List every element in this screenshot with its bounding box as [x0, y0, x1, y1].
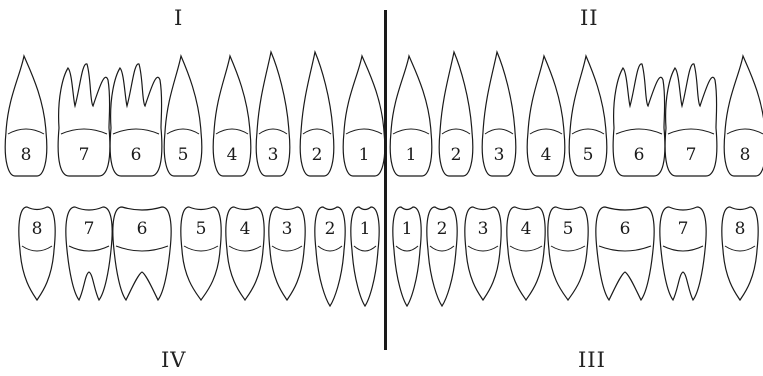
cervical-line [229, 246, 261, 251]
tooth-lower-left-2: 2 [427, 207, 457, 306]
tooth-lower-right-7: 7 [66, 207, 112, 300]
cervical-line [259, 129, 287, 134]
tooth-number: 1 [359, 145, 370, 165]
tooth-number: 5 [178, 145, 189, 165]
tooth-number: 6 [634, 145, 645, 165]
tooth-number: 2 [451, 145, 462, 165]
cervical-line [8, 129, 44, 134]
tooth-upper-left-2: 2 [439, 52, 473, 176]
cervical-line [354, 246, 376, 251]
tooth-lower-right-4: 4 [226, 207, 264, 300]
tooth-number: 8 [740, 145, 751, 165]
tooth-number: 1 [402, 219, 413, 239]
tooth-upper-right-2: 2 [300, 52, 334, 176]
cervical-line [668, 129, 714, 134]
tooth-number: 3 [282, 219, 293, 239]
tooth-lower-left-6: 6 [596, 207, 654, 300]
cervical-line [303, 129, 331, 134]
tooth-lower-left-7: 7 [660, 207, 706, 300]
cervical-line [551, 246, 585, 251]
tooth-lower-left-8: 8 [722, 207, 758, 300]
cervical-line [616, 129, 662, 134]
tooth-number: 4 [227, 145, 238, 165]
tooth-upper-left-6: 6 [613, 64, 665, 176]
tooth-number: 7 [686, 145, 697, 165]
cervical-line [442, 129, 470, 134]
tooth-number: 1 [406, 145, 417, 165]
tooth-number: 7 [84, 219, 95, 239]
cervical-line [468, 246, 498, 251]
cervical-line [272, 246, 302, 251]
tooth-lower-left-3: 3 [465, 207, 501, 300]
tooth-lower-right-6: 6 [113, 207, 171, 300]
tooth-number: 4 [541, 145, 552, 165]
tooth-upper-left-1: 1 [390, 56, 432, 176]
cervical-line [61, 129, 107, 134]
tooth-lower-left-1: 1 [393, 207, 421, 306]
cervical-line [725, 246, 755, 251]
tooth-upper-left-8: 8 [724, 56, 763, 176]
tooth-number: 3 [494, 145, 505, 165]
tooth-lower-right-1: 1 [351, 207, 379, 306]
tooth-number: 5 [196, 219, 207, 239]
tooth-number: 5 [563, 219, 574, 239]
cervical-line [69, 246, 109, 251]
cervical-line [530, 129, 562, 134]
tooth-upper-left-7: 7 [665, 64, 717, 176]
tooth-upper-right-3: 3 [256, 52, 290, 176]
cervical-line [430, 246, 454, 251]
cervical-line [727, 129, 763, 134]
tooth-number: 6 [137, 219, 148, 239]
tooth-upper-right-7: 7 [58, 64, 110, 176]
tooth-number: 6 [620, 219, 631, 239]
cervical-line [167, 129, 199, 134]
tooth-upper-left-3: 3 [482, 52, 516, 176]
tooth-lower-left-4: 4 [507, 207, 545, 300]
cervical-line [318, 246, 342, 251]
tooth-lower-left-5: 5 [548, 207, 588, 300]
tooth-number: 6 [131, 145, 142, 165]
tooth-number: 4 [521, 219, 532, 239]
tooth-lower-right-2: 2 [315, 207, 345, 306]
cervical-line [485, 129, 513, 134]
cervical-line [396, 246, 418, 251]
tooth-lower-right-3: 3 [269, 207, 305, 300]
cervical-line [346, 129, 382, 134]
tooth-number: 4 [240, 219, 251, 239]
tooth-upper-right-5: 5 [164, 56, 202, 176]
tooth-number: 7 [79, 145, 90, 165]
tooth-upper-right-1: 1 [343, 56, 385, 176]
cervical-line [113, 129, 159, 134]
cervical-line [22, 246, 52, 251]
tooth-number: 3 [268, 145, 279, 165]
tooth-number: 5 [583, 145, 594, 165]
tooth-number: 1 [360, 219, 371, 239]
tooth-number: 8 [32, 219, 43, 239]
tooth-number: 2 [312, 145, 323, 165]
tooth-lower-right-8: 8 [19, 207, 55, 300]
tooth-lower-right-5: 5 [181, 207, 221, 300]
tooth-upper-right-6: 6 [110, 64, 162, 176]
tooth-number: 3 [478, 219, 489, 239]
tooth-number: 7 [678, 219, 689, 239]
cervical-line [393, 129, 429, 134]
tooth-number: 8 [21, 145, 32, 165]
cervical-line [572, 129, 604, 134]
cervical-line [510, 246, 542, 251]
tooth-upper-left-4: 4 [527, 56, 565, 176]
cervical-line [216, 129, 248, 134]
cervical-line [599, 246, 651, 251]
tooth-upper-right-8: 8 [5, 56, 47, 176]
tooth-number: 8 [735, 219, 746, 239]
tooth-number: 2 [325, 219, 336, 239]
cervical-line [184, 246, 218, 251]
tooth-upper-right-4: 4 [213, 56, 251, 176]
tooth-number: 2 [437, 219, 448, 239]
tooth-upper-left-5: 5 [569, 56, 607, 176]
cervical-line [663, 246, 703, 251]
cervical-line [116, 246, 168, 251]
